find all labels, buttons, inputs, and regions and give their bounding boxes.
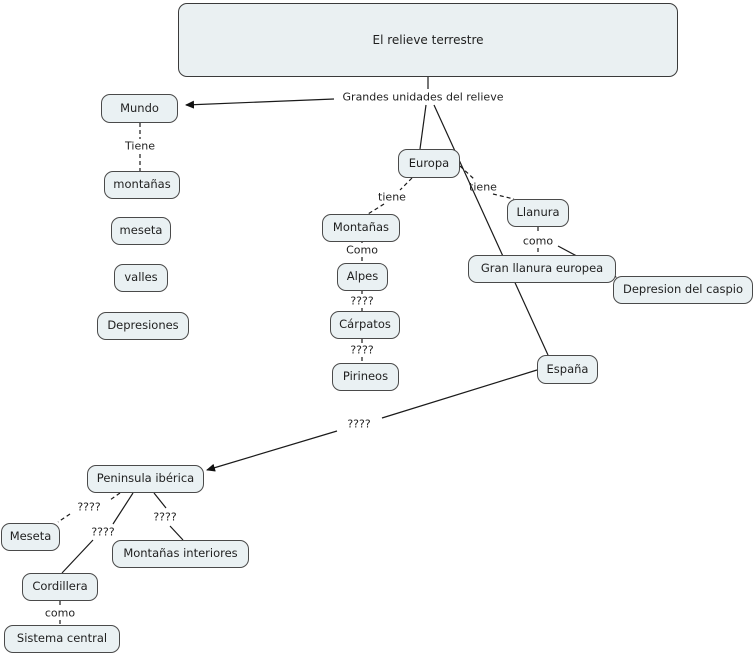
node-el-relieve-terrestre[interactable]: El relieve terrestre [178,3,678,77]
link-label-peninsula-cordillera: ???? [91,525,115,539]
node-label: montañas [113,177,171,192]
edge-hub-europa [419,104,427,150]
node-carpatos[interactable]: Cárpatos [330,311,400,339]
node-label: Mundo [120,100,159,115]
node-montanas-europa[interactable]: Montañas [322,214,400,242]
link-label-peninsula-meseta: ???? [77,500,101,514]
node-label: Alpes [346,269,379,284]
node-cordillera[interactable]: Cordillera [22,573,98,601]
node-meseta-mundo[interactable]: meseta [111,217,171,245]
node-depresiones[interactable]: Depresiones [97,312,189,340]
node-peninsula-iberica[interactable]: Peninsula ibérica [87,465,204,493]
node-label: Meseta [9,529,52,544]
node-mundo[interactable]: Mundo [101,94,178,123]
edge-europa-tiene2 [459,165,475,180]
node-europa[interactable]: Europa [398,149,460,178]
link-label-grandes-unidades: Grandes unidades del relieve [342,90,504,104]
edge-q6-montint [169,525,184,541]
node-label: Montañas [332,220,390,235]
node-label: España [546,361,589,376]
edge-hub-mundo [185,98,335,109]
edge-tiene2-llanura [492,193,515,200]
edge-q5-cordillera [61,539,94,574]
node-llanura[interactable]: Llanura [507,199,569,227]
node-label: valles [124,270,158,285]
link-label-espana-peninsula: ???? [347,417,371,431]
node-label: Depresiones [107,318,179,333]
edge-tiene1-montanas [367,203,385,215]
link-label-alpes-carpatos: ???? [350,294,374,308]
link-label-carpatos-pirineos: ???? [350,343,374,357]
node-meseta-peninsula[interactable]: Meseta [1,523,60,551]
link-label-como-gran-llanura: como [522,234,554,248]
node-label: meseta [119,223,163,238]
node-pirineos[interactable]: Pirineos [332,363,399,391]
node-label: Llanura [516,205,560,220]
edge-q-peninsula [206,430,338,472]
node-label: Gran llanura europea [480,261,604,276]
node-label: Montañas interiores [123,546,238,561]
edge-espana-q [381,369,538,419]
node-espana[interactable]: España [537,355,598,384]
node-valles[interactable]: valles [114,264,168,292]
link-label-como-alpes: Como [346,243,378,257]
node-label: Pirineos [342,369,389,384]
node-sistema-central[interactable]: Sistema central [4,625,120,653]
node-alpes[interactable]: Alpes [337,263,388,291]
node-label: Sistema central [16,631,108,646]
node-label: Peninsula ibérica [96,471,195,486]
link-label-tiene-montanas: tiene [378,190,406,204]
link-label-como-sistema-central: como [44,606,76,620]
link-label-tiene-mundo: Tiene [125,139,155,153]
node-label: El relieve terrestre [372,33,484,47]
node-depresion-del-caspio[interactable]: Depresion del caspio [613,276,753,304]
link-label-tiene-llanura: tiene [469,180,497,194]
node-label: Cárpatos [339,317,391,332]
link-label-peninsula-montanas-interiores: ???? [153,510,177,524]
edge-europa-tiene1 [399,177,413,191]
node-montanas-mundo[interactable]: montañas [104,171,180,199]
edge-q4-meseta [57,513,71,523]
node-montanas-interiores[interactable]: Montañas interiores [112,540,249,568]
node-gran-llanura-europea[interactable]: Gran llanura europea [468,255,616,283]
node-label: Cordillera [32,579,88,594]
edge-hub-espana [433,104,549,356]
edge-peninsula-q6 [153,492,167,509]
node-label: Europa [408,155,450,170]
node-label: Depresion del caspio [622,282,744,297]
edge-peninsula-q5 [112,492,134,525]
edge-peninsula-q4 [109,492,121,501]
